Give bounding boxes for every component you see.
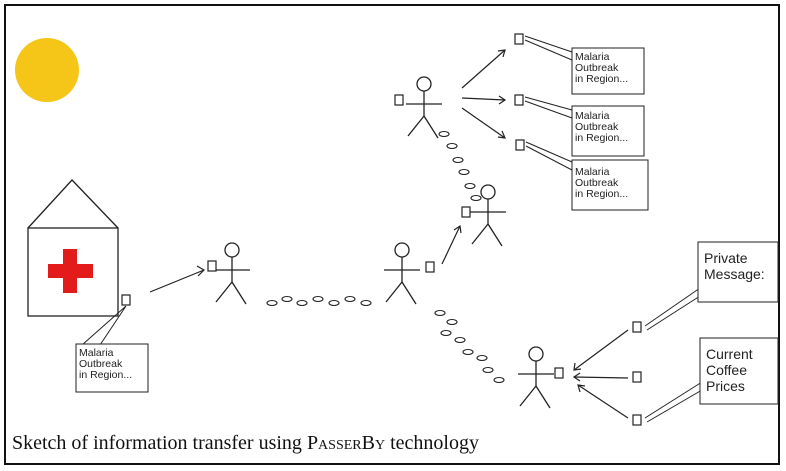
phone-icon: [632, 321, 642, 333]
person-icon: [405, 76, 443, 139]
phone-icon: [394, 94, 404, 106]
note-recipient-1: [571, 47, 645, 95]
footprints-trail: [438, 130, 482, 202]
note-hospital-text: Malaria Outbreak in Region...: [79, 347, 133, 381]
caption-brand: PasserBy: [306, 432, 386, 454]
note-recipient-1-text: Malaria Outbreak in Region...: [575, 51, 629, 85]
note-recipient-2: [571, 105, 645, 157]
callout-private-message-text: Private Message:: [704, 250, 765, 282]
callout-coffee-prices-text: Current Coffee Prices: [706, 346, 753, 394]
person-icon: [213, 242, 251, 305]
note-recipient-3-text: Malaria Outbreak in Region...: [575, 166, 629, 200]
caption-prefix: Sketch of information transfer using: [12, 432, 307, 454]
callout-coffee-prices: [699, 337, 779, 405]
hospital: [27, 179, 119, 317]
sun: [15, 38, 79, 102]
phone-icon: [461, 206, 471, 218]
phone-icon: [514, 33, 524, 45]
phone-icon: [515, 139, 525, 151]
phone-icon: [632, 414, 642, 426]
phone-icon: [514, 94, 524, 106]
person-icon: [383, 242, 421, 305]
phone-icon: [425, 261, 435, 273]
caption: Sketch of information transfer using Pas…: [12, 432, 479, 455]
red-cross-icon: [48, 249, 93, 293]
note-recipient-2-text: Malaria Outbreak in Region...: [575, 110, 629, 144]
person-icon: [517, 346, 555, 409]
callout-private-message: [697, 241, 779, 303]
person-icon: [469, 184, 507, 247]
phone-icon: [632, 371, 642, 383]
phone-icon: [121, 294, 131, 306]
note-hospital: [75, 343, 149, 393]
phone-icon: [207, 260, 217, 272]
footprints-trail: [434, 309, 505, 384]
phone-icon: [554, 367, 564, 379]
note-recipient-3: [571, 159, 649, 211]
caption-suffix: technology: [385, 432, 479, 454]
footprints-trail: [266, 295, 372, 307]
